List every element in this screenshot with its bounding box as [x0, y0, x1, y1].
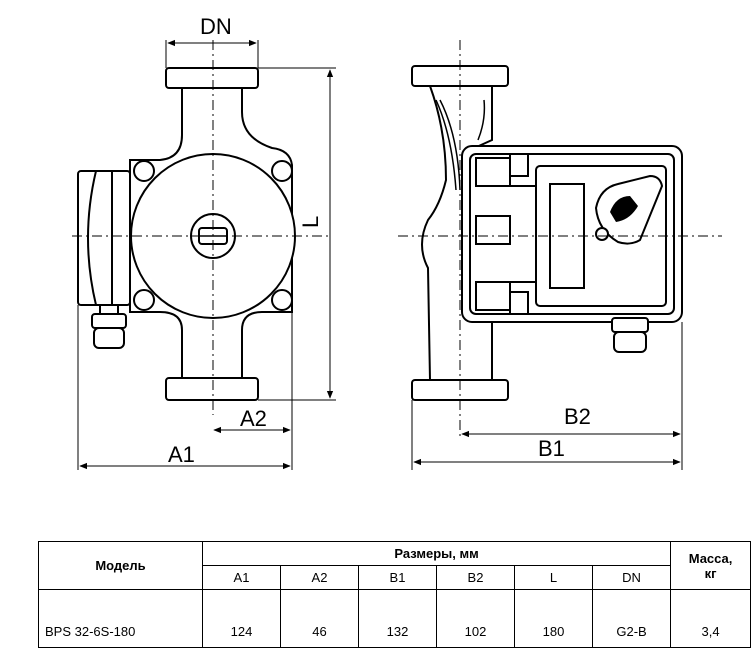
side-dimensions — [411, 322, 683, 470]
dim-label-a2: A2 — [240, 406, 267, 431]
column-header-a2: A2 — [280, 565, 359, 590]
row-b1: 132 — [358, 589, 437, 648]
model-header: Модель — [38, 541, 203, 590]
column-header-b2: B2 — [436, 565, 515, 590]
side-connector-block — [475, 157, 511, 187]
row-l: 180 — [514, 589, 593, 648]
dim-label-l: L — [298, 216, 323, 228]
row-dn: G2-B — [591, 589, 672, 648]
side-connector-block — [475, 215, 511, 245]
front-bolt-icon — [133, 289, 155, 311]
table-row: BPS 32-6S-180 124 46 132 102 180 G2-B 3,… — [38, 589, 751, 648]
dim-label-b2: B2 — [564, 404, 591, 429]
mass-header: Масса, кг — [670, 541, 751, 590]
column-header-dn: DN — [591, 565, 672, 590]
side-cable-gland-cap — [613, 331, 647, 353]
front-view — [77, 67, 296, 401]
column-header-b1: B1 — [358, 565, 437, 590]
dim-label-dn: DN — [200, 14, 232, 39]
mass-header-line2: кг — [704, 565, 717, 581]
front-bottom-flange — [165, 377, 259, 401]
front-bolt-icon — [271, 289, 293, 311]
side-cable-gland — [611, 317, 649, 333]
row-b2: 102 — [436, 589, 515, 648]
front-bolt-icon — [271, 160, 293, 182]
dim-label-a1: A1 — [168, 442, 195, 467]
side-view — [411, 65, 683, 401]
side-connector-block — [475, 281, 511, 311]
pump-dimension-drawing: DN L A2 A1 — [72, 14, 722, 470]
row-model: BPS 32-6S-180 — [38, 589, 203, 648]
mass-header-line1: Масса, — [688, 550, 733, 566]
column-header-l: L — [514, 565, 593, 590]
specifications-table: Модель Размеры, мм Масса, кг A1 A2 B1 B2… — [38, 541, 751, 648]
row-a1: 124 — [202, 589, 281, 648]
front-cable-gland — [91, 313, 127, 329]
row-mass: 3,4 — [670, 589, 751, 648]
dim-label-b1: B1 — [538, 436, 565, 461]
indicator-light-icon — [595, 227, 609, 241]
front-top-flange — [165, 67, 259, 89]
front-bolt-icon — [133, 160, 155, 182]
front-dimensions — [77, 39, 336, 470]
sizes-header: Размеры, мм — [201, 541, 672, 566]
front-terminal-box — [77, 170, 131, 306]
front-cable-gland-cap — [93, 327, 125, 349]
row-a2: 46 — [280, 589, 359, 648]
column-header-a1: A1 — [202, 565, 281, 590]
